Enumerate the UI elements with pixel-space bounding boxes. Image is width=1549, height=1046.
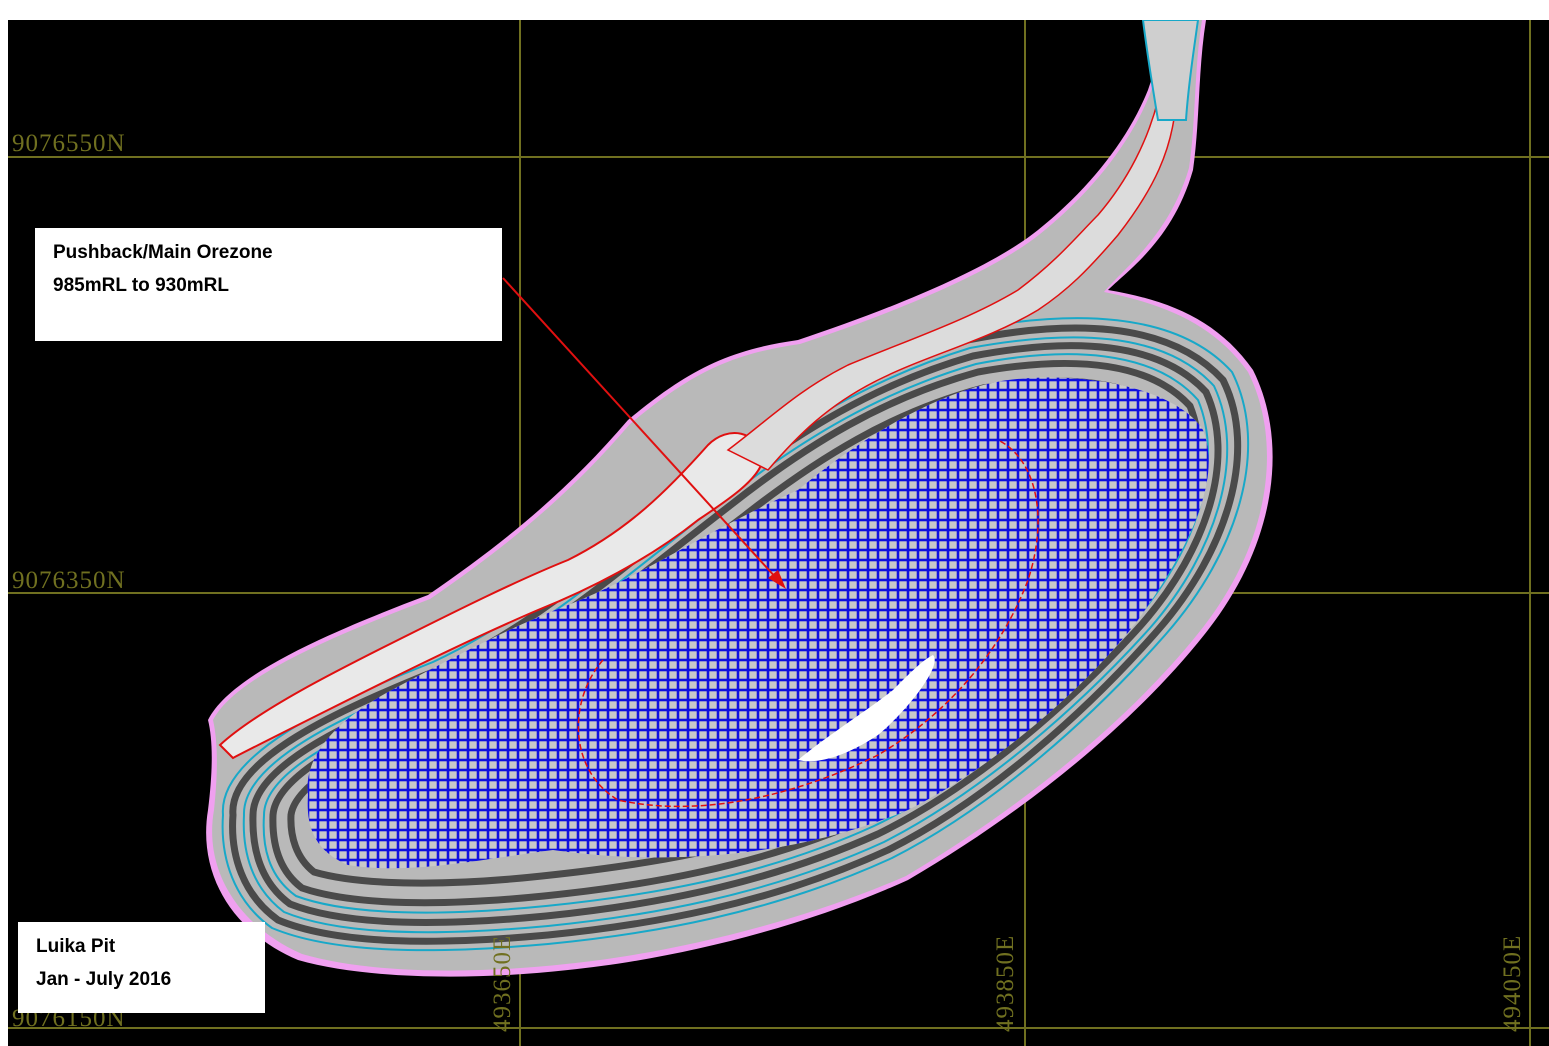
pushback-title: Pushback/Main Orezone [53,242,273,263]
northing-label-9076550: 9076550N [12,130,126,157]
ramp-exit [1141,20,1200,121]
pit-map-svg [8,20,1549,1046]
easting-label-494050: 494050E [1499,934,1526,1032]
pushback-arrow [502,277,786,589]
northing-label-9076350: 9076350N [12,567,126,594]
easting-label-493850: 493850E [992,934,1019,1032]
design-outline [577,439,1039,808]
pushback-callout: Pushback/Main Orezone 985mRL to 930mRL [35,228,502,341]
pit-period: Jan - July 2016 [36,969,172,990]
haul-road [218,20,1200,760]
map-viewport[interactable]: 9076550N 9076350N 9076150N 493650E 49385… [8,20,1549,1046]
pit-floor [798,655,935,762]
pit-name: Luika Pit [36,936,116,957]
pushback-levels: 985mRL to 930mRL [53,275,229,296]
easting-label-493650: 493650E [489,934,516,1032]
pit-info-callout: Luika Pit Jan - July 2016 [18,922,265,1013]
